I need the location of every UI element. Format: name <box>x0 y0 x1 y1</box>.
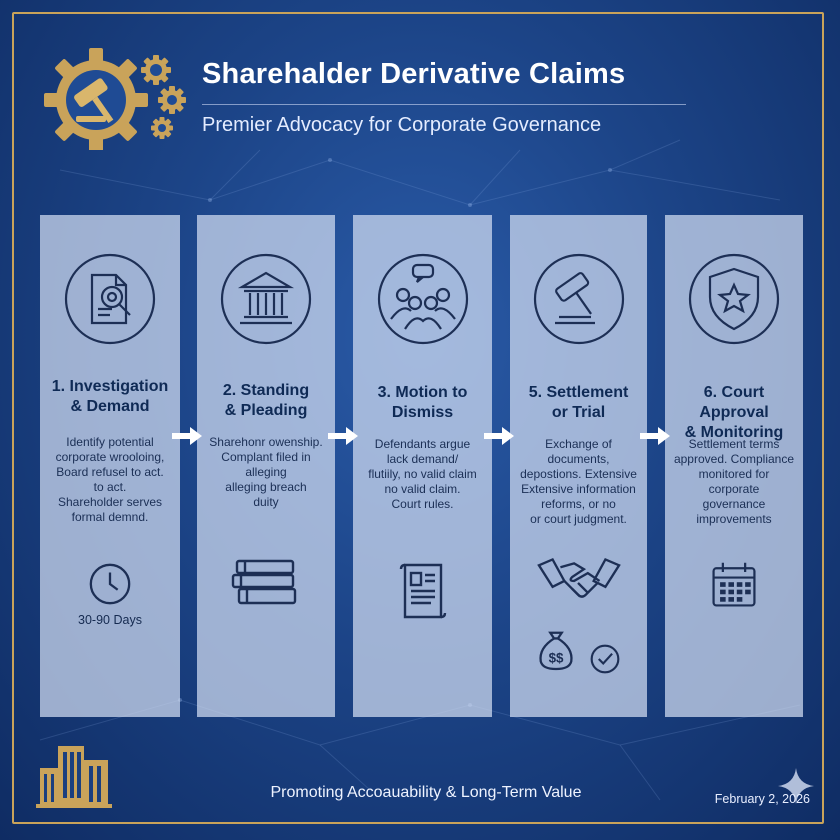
buildings-icon <box>36 746 112 808</box>
document-search-icon <box>64 253 156 345</box>
discussion-icon <box>377 253 468 345</box>
clock-icon <box>89 563 131 605</box>
courthouse-icon <box>220 253 312 345</box>
step-description: Sharehonr owenship. Complant filed in al… <box>209 435 323 509</box>
arrow-right-icon <box>640 427 670 445</box>
arrow-right-icon <box>328 427 358 445</box>
shield-star-icon <box>688 253 780 345</box>
books-icon <box>231 559 297 605</box>
document-icon <box>399 563 446 619</box>
step-card-5: 6. Court Approval & Monitoring Settlemen… <box>665 215 803 717</box>
footer-tagline: Promoting Accoauability & Long-Term Valu… <box>270 784 582 801</box>
footer-date: February 2, 2026 <box>714 792 810 806</box>
money-bag-icon: $$ <box>538 631 573 671</box>
step-description: Exchange of documents, depostions. Exten… <box>520 437 637 526</box>
step-description: Identify potential corporate wrooloing, … <box>55 435 165 524</box>
handshake-icon <box>536 557 621 598</box>
step-title: 5. Settlement or Trial <box>528 384 629 421</box>
step-duration: 30-90 Days <box>78 613 142 627</box>
arrow-right-icon <box>172 427 202 445</box>
gavel-icon <box>533 253 624 345</box>
gavel-gear-icon <box>44 48 186 150</box>
step-card-3: 3. Motion to Dismiss Defendants argue la… <box>353 215 492 717</box>
calendar-icon <box>712 562 756 607</box>
step-description: Settlement terms approved. Compliance mo… <box>673 437 795 526</box>
step-card-1: 1. Investigation & Demand Identify poten… <box>40 215 180 717</box>
check-circle-icon <box>590 644 619 674</box>
arrow-right-icon <box>484 427 514 445</box>
gold-frame <box>12 12 824 824</box>
svg-text:$$: $$ <box>548 650 563 665</box>
step-title: 1. Investigation & Demand <box>51 378 169 415</box>
page-subtitle: Premier Advocacy for Corporate Governanc… <box>202 114 602 136</box>
title-divider <box>202 104 686 105</box>
sparkle-icon <box>778 768 814 804</box>
step-card-4: 5. Settlement or Trial Exchange of docum… <box>510 215 647 717</box>
step-title: 3. Motion to Dismiss <box>377 384 468 421</box>
step-description: Defendants argue lack demand/ flutiily, … <box>368 437 477 511</box>
step-title: 2. Standing & Pleading <box>222 382 310 419</box>
page-title: Sharehalder Derivative Claims <box>202 58 626 90</box>
step-title: 6. Court Approval & Monitoring <box>684 384 784 441</box>
step-card-2: 2. Standing & Pleading Sharehonr owenshi… <box>197 215 335 717</box>
